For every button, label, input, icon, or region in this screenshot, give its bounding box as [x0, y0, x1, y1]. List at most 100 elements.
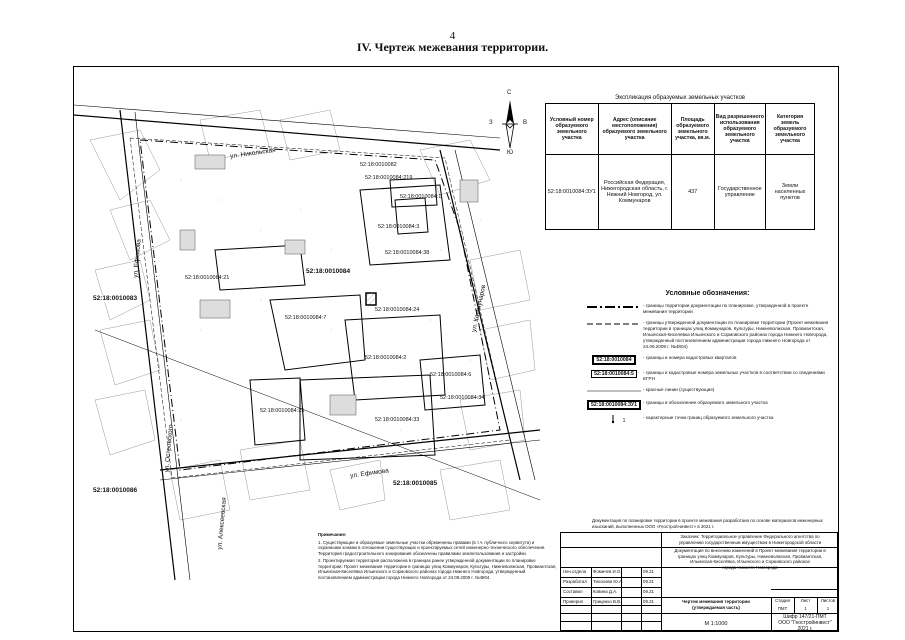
legend-symbol-zu1: 52:18:0010084:ЗУ1	[586, 399, 642, 410]
parcels	[214, 177, 486, 461]
zu-table-cell-area: 437	[670, 154, 715, 230]
sheet-title-line-2: (утверждаемая часть)	[692, 604, 740, 610]
planning-boundary	[129, 137, 511, 479]
dash-line-icon	[587, 306, 641, 308]
sheet-title: Чертеж межевания территории (утверждаема…	[661, 599, 771, 610]
sheet-value: 1	[804, 606, 807, 611]
stage-label: Стадия	[775, 598, 790, 603]
legend-item: - границы территории документации по пла…	[585, 303, 830, 315]
parcel-label-10: 52:18:0010084:219	[365, 175, 413, 181]
legend-item: 1 - характерные точки границ образуемого…	[585, 414, 830, 427]
red-line-icon	[587, 390, 641, 392]
desc-line-2: границах улиц Коммунаров, Культуры, Нижн…	[677, 553, 823, 559]
quarter-label-main: 52:18:0010084	[305, 268, 352, 275]
legend-title: Условные обозначения:	[665, 290, 750, 297]
legend-symbol-dashline-2	[585, 320, 643, 328]
zu-table-cell-number: 52:18:0010084:ЗУ1	[545, 154, 599, 230]
parcel-label-3: 52:18:0010084:2	[365, 355, 407, 361]
title-block-description: Документация по внесению изменений в Про…	[661, 548, 839, 571]
parcel-label-6: 52:18:0010084:6	[430, 372, 472, 378]
zu1-parcel	[365, 292, 377, 306]
north-arrow: С З В Ю	[489, 90, 528, 160]
zu-explication-table: Экспликация образуемых земельных участко…	[545, 95, 815, 230]
legend-item-text: - характерные точки границ образуемого з…	[643, 414, 774, 420]
role-4: Проверил	[563, 599, 584, 604]
zu-table-header-number: Условный номер образуемого земельного уч…	[545, 103, 599, 155]
project-code: Шифр 147/21-ПМТ	[783, 614, 827, 620]
company-name: ООО "Геостройинвест"	[778, 620, 832, 626]
legend-item-text: - красные линии (существующие)	[643, 386, 715, 392]
quarter-label-sw: 52:18:0010086	[92, 487, 139, 494]
role-1-date: 09.21	[643, 569, 654, 574]
legend-item-text: - границы утвержденной документации по п…	[643, 319, 829, 349]
legend-item: 52:18:0010084 - границы и номера кадастр…	[585, 354, 830, 365]
legend-symbol-redline	[585, 387, 643, 395]
parcel-label-7: 52:18:0010084:25	[260, 408, 305, 414]
role-1: Нач.отдела	[563, 569, 587, 574]
legend-item: - красные линии (существующие)	[585, 387, 830, 395]
title-block: Заказчик: Территориальное управление Фед…	[560, 532, 839, 632]
compass-west-label: З	[489, 120, 493, 126]
legend-symbol-quarter: 52:18:0010084	[592, 354, 636, 365]
role-1-name: Фомичев И.О.	[593, 569, 622, 574]
sheet-title-line-1: Чертеж межевания территории	[682, 599, 750, 604]
zu-table-cell-use: Государственное управление	[713, 154, 767, 230]
parcel-label-2: 52:18:0010084:21	[185, 275, 230, 281]
parcel-label-9: 52:18:0010084:1	[400, 194, 442, 200]
legend-item: 52:18:0010084:5 - границы и кадастровые …	[585, 369, 830, 382]
role-4-date: 09.21	[643, 599, 654, 604]
legend-item-text: - границы территории документации по пла…	[643, 303, 809, 314]
role-4-name: Гриценко В.В.	[593, 599, 622, 604]
parcel-label-12: 52:18:0010084:34	[440, 395, 485, 401]
compass-south-label: Ю	[507, 150, 514, 156]
zu-table-cell-address: Российская Федерация, Нижегородская обла…	[597, 154, 672, 230]
compass-east-label: В	[523, 120, 528, 126]
sheet-label: Лист	[800, 598, 811, 603]
legend: Условные обозначения: - границы территор…	[585, 290, 830, 432]
sheets-label: Листов	[820, 598, 836, 603]
zu-table-header-use: Вид разрешенного использования образуемо…	[713, 103, 767, 155]
stage-value: ПМТ	[777, 606, 788, 611]
project-year: 2021 г.	[797, 626, 813, 632]
legend-footnote: Документация по планировке территории в …	[592, 518, 823, 529]
document-title: IV. Чертеж межевания территории.	[356, 40, 549, 54]
parcel-label-4: 52:18:0010084:24	[375, 307, 420, 313]
zu-table-header-category: Категория земель образуемого земельного …	[765, 103, 815, 155]
legend-point-number: 1	[622, 417, 626, 424]
compass-arrow-icon	[502, 100, 518, 148]
legend-symbol-dashline	[585, 303, 643, 311]
parcel-label-5: 52:18:0010084:7	[285, 315, 327, 321]
legend-item-text: - границы и кадастровые номера земельных…	[643, 369, 825, 381]
note-item: 2. Проектируемая территория расположена …	[318, 558, 557, 580]
notes: Примечание: 1. Существующие и образуемые…	[318, 532, 558, 582]
zu-table-header-row: Условный номер образуемого земельного уч…	[545, 103, 815, 155]
role-3-name: Ковина Д.А.	[593, 589, 618, 594]
parcel-label-1: 52:18:0010084:3	[378, 224, 420, 230]
title-block-org: Заказчик: Территориальное управление Фед…	[661, 534, 839, 545]
page-number: 4	[449, 30, 456, 42]
desc-line-1: Документация по внесению изменений в Про…	[674, 548, 826, 553]
legend-item-text: - границы и обозначение образуемого земе…	[643, 399, 768, 405]
desc-line-3: Ильинская-Киселёвка, Ильинского и Сормов…	[690, 559, 810, 565]
role-2-date: 09.21	[643, 579, 654, 584]
zu-table-caption: Экспликация образуемых земельных участко…	[615, 95, 745, 101]
parcel-label-8: 52:18:0010084:33	[375, 417, 420, 423]
role-3-date: 09.21	[643, 589, 654, 594]
role-2-name: Тихонова Ю.А.	[593, 579, 624, 584]
quarter-label-south: 52:18:0010085	[392, 480, 439, 487]
notes-heading: Примечание:	[318, 532, 347, 537]
org-line-1: Заказчик: Территориальное управление Фед…	[680, 534, 820, 539]
topographic-background	[89, 109, 536, 521]
note-item: 1. Существующие и образуемые земельные у…	[318, 539, 546, 556]
zu-table-cell-category: Земли населенных пунктов	[765, 154, 815, 230]
point-marker-icon	[611, 414, 614, 423]
legend-item: 52:18:0010084:ЗУ1 - границы и обозначени…	[585, 399, 830, 410]
legend-item-text: - границы и номера кадастровых кварталов	[643, 354, 737, 360]
sheets-value: 1	[826, 606, 830, 611]
drawing-frame	[73, 66, 839, 632]
role-3: Составил	[563, 589, 583, 594]
buildings	[179, 154, 479, 416]
red-lines	[74, 104, 541, 581]
dash-line-thin-icon	[587, 323, 641, 325]
